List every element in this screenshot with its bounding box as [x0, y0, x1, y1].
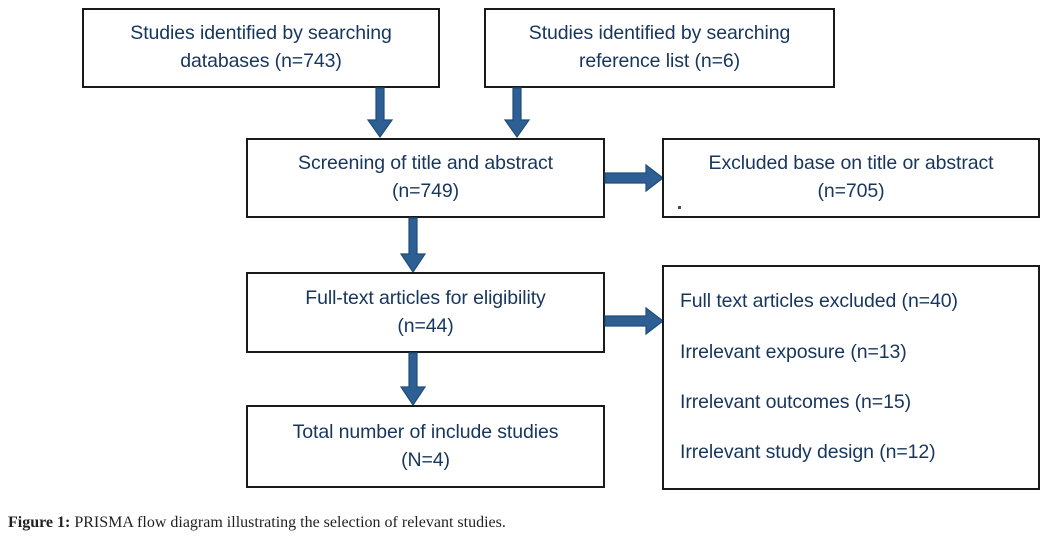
node-line-1: Full-text articles for eligibility: [305, 286, 546, 309]
node-line-2: (N=4): [401, 448, 450, 471]
node-line-2: databases (n=743): [180, 50, 342, 72]
node-studies-identified-reference-list: Studies identified by searching referenc…: [484, 8, 835, 88]
node-excluded-title-abstract: Excluded base on title or abstract (n=70…: [662, 138, 1040, 218]
node-line-2: (n=749): [391, 180, 460, 202]
exclusion-reason-outcomes: Irrelevant outcomes (n=15): [680, 390, 911, 413]
arrow-right-full-text-to-exclusion-reasons: [604, 306, 664, 336]
node-studies-identified-databases: Studies identified by searching database…: [82, 8, 440, 88]
node-line-1: Screening of title and abstract: [298, 152, 553, 175]
arrow-down-reference-list-to-screening: [503, 87, 531, 139]
node-full-text-articles-eligibility: Full-text articles for eligibility (n=44…: [246, 272, 605, 353]
node-exclusion-reasons-list: Full text articles excluded (n=40) Irrel…: [662, 265, 1040, 490]
figure-caption-text: PRISMA flow diagram illustrating the sel…: [70, 514, 506, 531]
node-line-1: Total number of include studies: [292, 420, 559, 443]
exclusion-reason-study-design: Irrelevant study design (n=12): [680, 441, 936, 464]
figure-caption: Figure 1: PRISMA flow diagram illustrati…: [8, 513, 1038, 532]
node-line-1: Studies identified by searching: [528, 22, 791, 45]
exclusion-reason-exposure: Irrelevant exposure (n=13): [680, 340, 907, 363]
arrow-down-full-text-to-total-included: [399, 352, 427, 407]
node-line-2: reference list (n=6): [578, 50, 741, 72]
node-total-included-studies: Total number of include studies (N=4): [246, 405, 605, 488]
arrow-down-screening-to-full-text: [399, 217, 427, 274]
node-line-1: Studies identified by searching: [130, 22, 392, 45]
stray-period-artifact: [678, 206, 681, 209]
node-line-2: (n=44): [397, 314, 454, 337]
node-line-2: (n=705): [817, 180, 885, 202]
exclusion-reason-total: Full text articles excluded (n=40): [680, 290, 958, 313]
arrow-down-databases-to-screening: [366, 87, 394, 139]
arrow-right-screening-to-excluded: [604, 163, 664, 193]
node-line-1: Excluded base on title or abstract: [708, 152, 994, 175]
node-screening-title-abstract: Screening of title and abstract (n=749): [246, 138, 605, 218]
figure-caption-label: Figure 1:: [8, 514, 71, 531]
